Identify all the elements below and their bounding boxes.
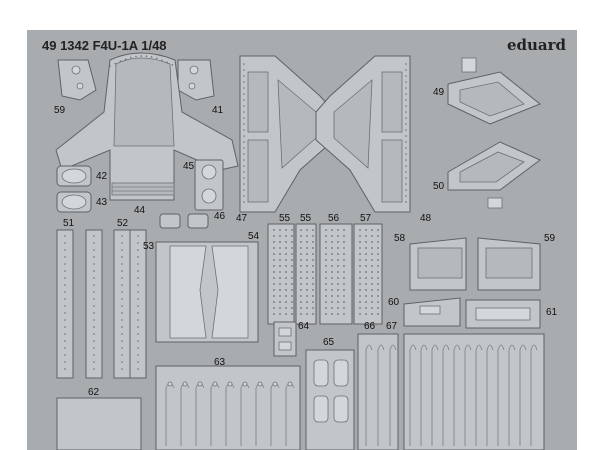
part-65-part [305,349,355,450]
label-61: 61 [546,307,558,318]
brand-logo: eduard [506,36,566,54]
label-42: 42 [96,171,108,182]
label-54: 54 [248,231,260,242]
part-64-part [273,321,297,357]
label-51: 51 [63,218,75,229]
label-59-right: 59 [544,233,556,244]
label-62: 62 [88,387,100,398]
part-66-67-rods [357,333,545,450]
part-61-part [465,299,541,329]
label-67: 67 [386,321,398,332]
part-48-panel [315,55,411,213]
label-41: 41 [212,105,224,116]
label-50: 50 [433,181,445,192]
label-47: 47 [236,213,248,224]
fret-title: 49 1342 F4U-1A 1/48 [42,38,167,53]
part-50-block [447,141,541,209]
part-47-panel [239,55,335,213]
label-58: 58 [394,233,406,244]
label-44: 44 [134,205,146,216]
part-42-strap [56,165,92,187]
label-66: 66 [364,321,376,332]
label-52: 52 [117,218,129,229]
label-45: 45 [183,161,195,172]
label-63: 63 [214,357,226,368]
part-49-block [447,57,541,125]
part-44-seat-frame [55,52,239,201]
label-56: 56 [328,213,340,224]
part-41-bracket [177,59,215,101]
part-59-panel [477,237,541,291]
label-48: 48 [420,213,432,224]
label-55b: 55 [300,213,312,224]
part-details [64,55,538,446]
part-63-levers [155,365,301,450]
part-55-57-panels [267,223,383,325]
label-55a: 55 [279,213,291,224]
label-59-top: 59 [54,105,66,116]
label-43: 43 [96,197,108,208]
label-46: 46 [214,211,226,222]
label-60: 60 [388,297,400,308]
label-53: 53 [143,241,155,252]
part-43-strap [56,191,92,213]
part-58-panel [409,237,467,291]
label-65: 65 [323,337,335,348]
part-51-strips [56,229,147,379]
part-45-gauges [194,159,224,211]
label-57: 57 [360,213,372,224]
part-53-54-flaps [155,241,259,343]
label-64: 64 [298,321,310,332]
part-46-small [159,213,209,229]
part-59-bracket [57,59,97,101]
part-62-part [56,397,142,450]
label-49: 49 [433,87,445,98]
part-60-part [403,297,461,327]
